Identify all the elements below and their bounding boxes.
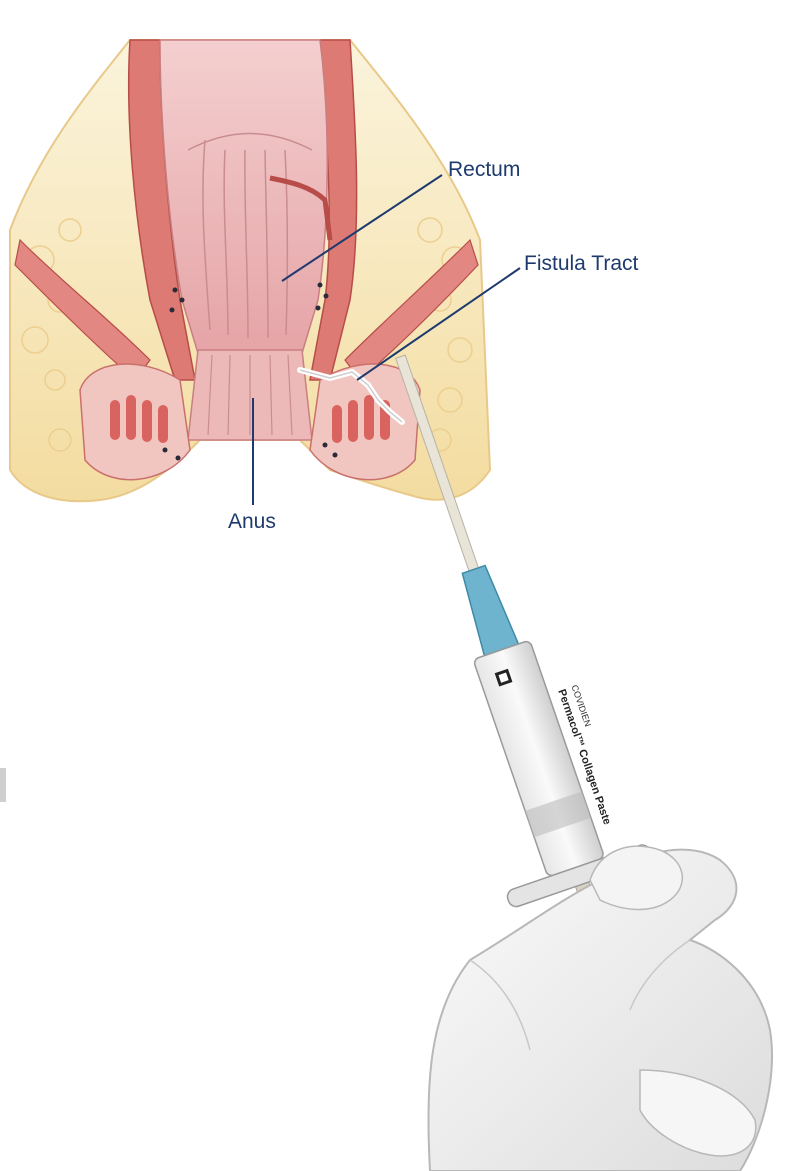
gloved-hand	[428, 846, 772, 1171]
rectal-lumen	[160, 40, 327, 360]
anus-label: Anus	[228, 510, 276, 533]
glove-thumb	[590, 846, 682, 909]
rectum-label: Rectum	[448, 158, 520, 181]
needle-hub	[457, 564, 519, 656]
anorectal-anatomy	[10, 40, 490, 501]
fistula-tract-label: Fistula Tract	[524, 252, 639, 275]
edge-artifact	[0, 768, 6, 802]
